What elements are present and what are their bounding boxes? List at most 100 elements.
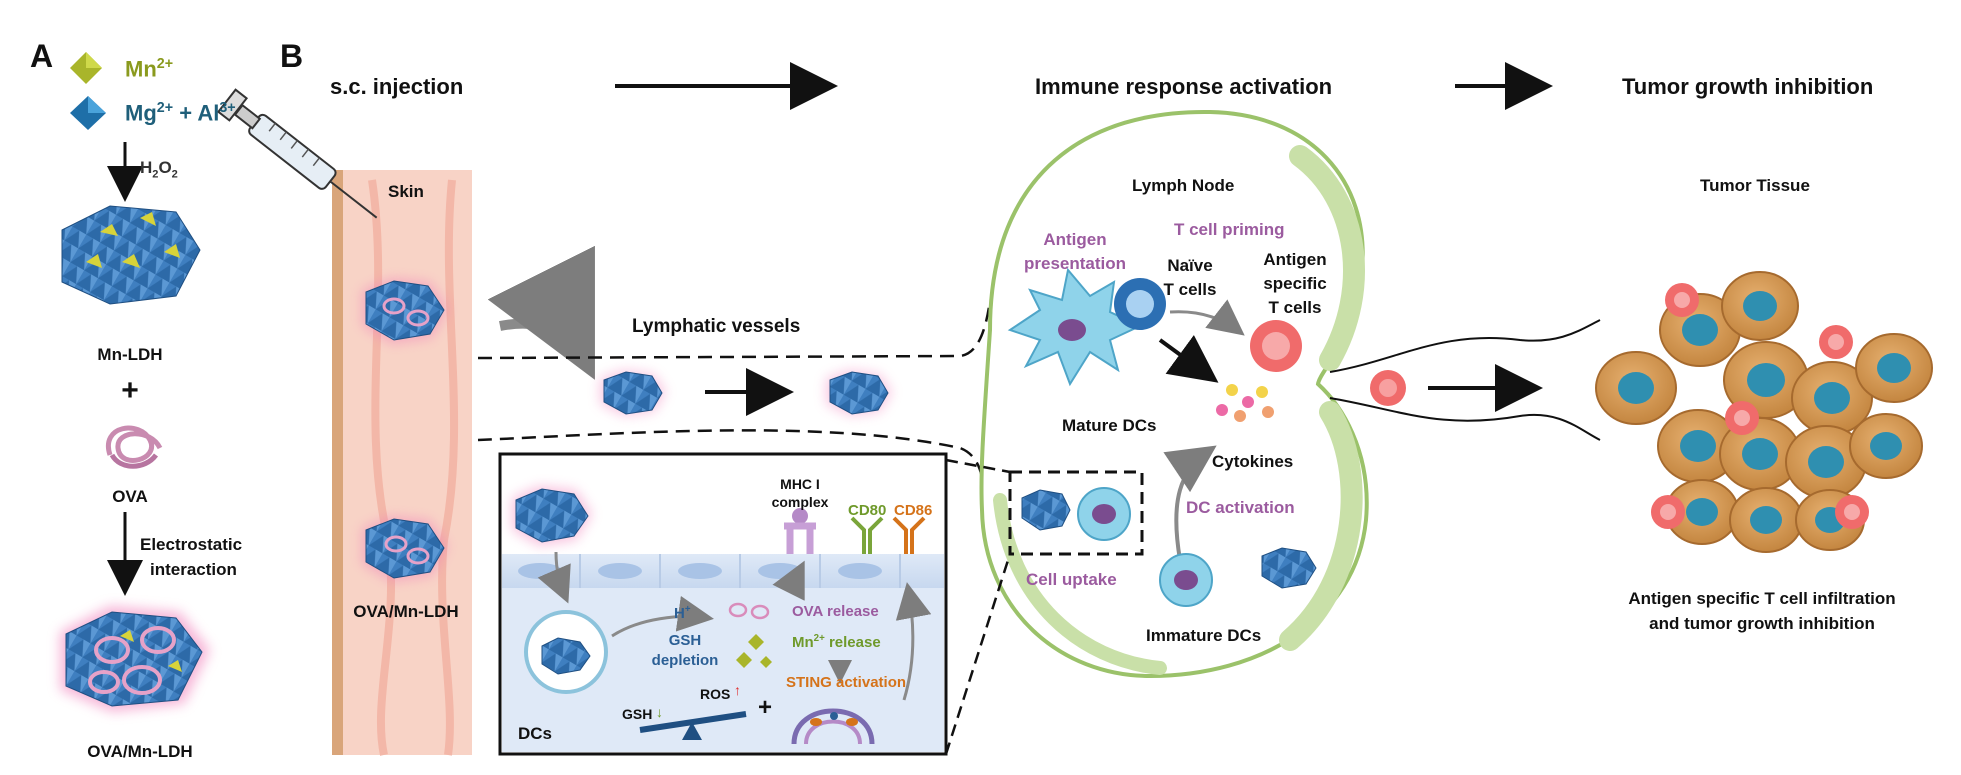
priming-arrow (1158, 335, 1219, 383)
mn-release-tail: release (824, 634, 881, 651)
mn-ion-label: Mn2+ (125, 56, 173, 82)
ova-label: OVA (112, 487, 148, 506)
mn-ion-charge: 2+ (156, 56, 174, 72)
dc-activation-arrow (1163, 445, 1217, 561)
vessel-upper-dash (477, 299, 992, 360)
panel-a-letter: A (30, 38, 54, 74)
h2o2-sub-1: 2 (152, 168, 159, 181)
cd86-icon (892, 516, 926, 554)
seesaw-gsh-down-arrow: ↓ (656, 704, 663, 720)
al-ion-charge: 3+ (219, 100, 236, 116)
efferent-vessel (1329, 319, 1601, 373)
h-plus-charge: + (684, 604, 691, 615)
uptake-particle (1021, 489, 1071, 531)
t-cell-priming-label: T cell priming (1174, 220, 1285, 239)
gsh-depletion-label-2: depletion (651, 652, 719, 669)
cell-membrane-row (502, 554, 944, 588)
lymph-node-capsule (979, 109, 1369, 679)
immature-dc-icon (1159, 553, 1213, 607)
antigen-specific-label-3: T cells (1268, 298, 1322, 317)
lymph-node-label: Lymph Node (1132, 176, 1235, 195)
seesaw-ros-up-arrow: ↑ (734, 682, 741, 698)
tumor-tissue-cluster (1595, 271, 1933, 553)
naive-t-cell-icon (1114, 278, 1166, 330)
h-plus-text: H (674, 605, 685, 622)
h2o2-o: O (158, 158, 172, 177)
mg-al-diamond-icon (70, 96, 106, 130)
immature-dcs-label: Immature DCs (1146, 626, 1262, 645)
infiltration-label-1: Antigen specific T cell infiltration (1628, 589, 1896, 608)
cd80-icon (850, 516, 884, 554)
interaction-label: interaction (150, 560, 237, 579)
electrostatic-label: Electrostatic (140, 535, 243, 554)
sting-activation-icon (791, 708, 875, 745)
lymphatic-vessels-label: Lymphatic vessels (632, 316, 801, 337)
al-ion-text: + Al (173, 100, 220, 126)
antigen-specific-t-cell-icon (1250, 320, 1302, 372)
skin-surface (332, 170, 343, 755)
h2o2-sub-2: 2 (171, 168, 178, 181)
mhc-label-2: complex (771, 494, 829, 510)
mn-ldh-label: Mn-LDH (97, 345, 163, 364)
mn-ions-icon (736, 634, 772, 668)
tumor-inhibition-title: Tumor growth inhibition (1622, 74, 1874, 99)
cell-uptake-label: Cell uptake (1026, 570, 1117, 589)
h2o2-label: H2O2 (140, 158, 178, 181)
mn-diamond-icon (70, 52, 102, 84)
dc-activation-label: DC activation (1186, 498, 1295, 517)
gsh-depletion-label-1: GSH (668, 632, 702, 649)
skin-particle-1 (362, 278, 448, 344)
naive-t-cells-label-2: T cells (1163, 280, 1217, 299)
panel-a-plus: + (121, 374, 139, 407)
endosome-icon (524, 610, 608, 694)
node-particle (1261, 547, 1317, 589)
inset-plus: + (758, 694, 773, 721)
t-cell-expansion-arrow (1169, 299, 1245, 336)
mhc-i-complex-icon (784, 508, 816, 554)
vessel-particle-1 (600, 370, 666, 416)
cytokine-dots (1216, 384, 1274, 422)
skin-label: Skin (388, 182, 424, 201)
skin-ova-mn-ldh-label: OVA/Mn-LDH (353, 602, 459, 621)
vessel-lower-dash (477, 429, 986, 501)
naive-t-cells-label-1: Naïve (1167, 256, 1213, 275)
antigen-presentation-label-1: Antigen (1043, 230, 1107, 249)
cd86-label: CD86 (894, 502, 933, 519)
ova-fragments-icon (728, 602, 770, 620)
antigen-presentation-label-2: presentation (1023, 254, 1127, 273)
immune-activation-title: Immune response activation (1035, 74, 1333, 99)
panel-b-letter: B (280, 38, 304, 74)
mature-dc-icon (1007, 267, 1143, 387)
mg-ion-text: Mg (125, 100, 157, 126)
ova-protein-icon (105, 425, 163, 469)
mature-dcs-label: Mature DCs (1062, 416, 1157, 435)
skin-to-vessel-arrow (487, 245, 595, 380)
mhc-label-1: MHC I (780, 476, 820, 492)
inset-particle-outside (512, 486, 592, 546)
mg-ion-charge: 2+ (156, 100, 174, 116)
mn-release-label: Mn2+ release (792, 633, 881, 651)
h-plus-label: H+ (674, 604, 691, 622)
antigen-specific-label-1: Antigen (1263, 250, 1327, 269)
mg-al-ion-label: Mg2+ + Al3+ (125, 100, 236, 126)
vessel-particle-2 (826, 370, 892, 416)
sc-injection-title: s.c. injection (330, 74, 464, 99)
mn-ldh-crystal-icon (61, 205, 201, 305)
tumor-tissue-label: Tumor Tissue (1700, 176, 1810, 195)
ova-mn-ldh-label: OVA/Mn-LDH (87, 742, 193, 761)
seesaw-ros-label: ROS (700, 686, 731, 702)
uptake-dc-icon (1077, 487, 1131, 541)
seesaw-gsh-label: GSH (622, 706, 653, 722)
mn-ion-text: Mn (125, 56, 157, 82)
syringe-icon (216, 88, 378, 219)
infiltration-label-2: and tumor growth inhibition (1649, 614, 1875, 633)
zoom-line-top (945, 458, 1011, 474)
cd80-label: CD80 (848, 502, 887, 519)
mn-release-charge: 2+ (813, 633, 825, 644)
gsh-ros-seesaw-icon (639, 711, 747, 740)
cell-uptake-box (1008, 470, 1144, 556)
antigen-specific-label-2: specific (1263, 274, 1327, 293)
cytokines-label: Cytokines (1212, 452, 1294, 471)
inset-dcs-label: DCs (518, 724, 553, 743)
